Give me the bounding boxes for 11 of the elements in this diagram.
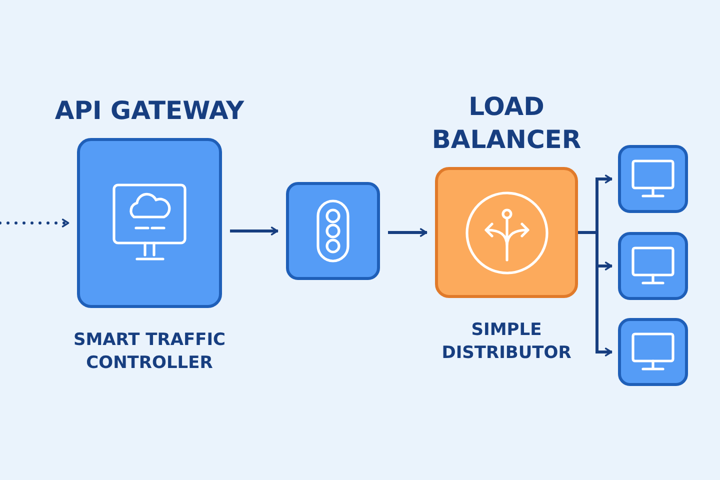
node-heading: LOAD BALANCER	[430, 91, 582, 156]
arrow	[388, 228, 427, 237]
server-box	[618, 145, 688, 213]
server-box	[618, 232, 688, 300]
arrow	[230, 226, 278, 236]
node-caption: SIMPLE DISTRIBUTOR	[440, 319, 572, 365]
node-heading: API GATEWAY	[54, 94, 246, 126]
traffic-light-box	[286, 182, 380, 280]
arrow	[0, 218, 70, 228]
server-box	[618, 318, 688, 386]
node-caption: SMART TRAFFIC CONTROLLER	[72, 329, 227, 375]
